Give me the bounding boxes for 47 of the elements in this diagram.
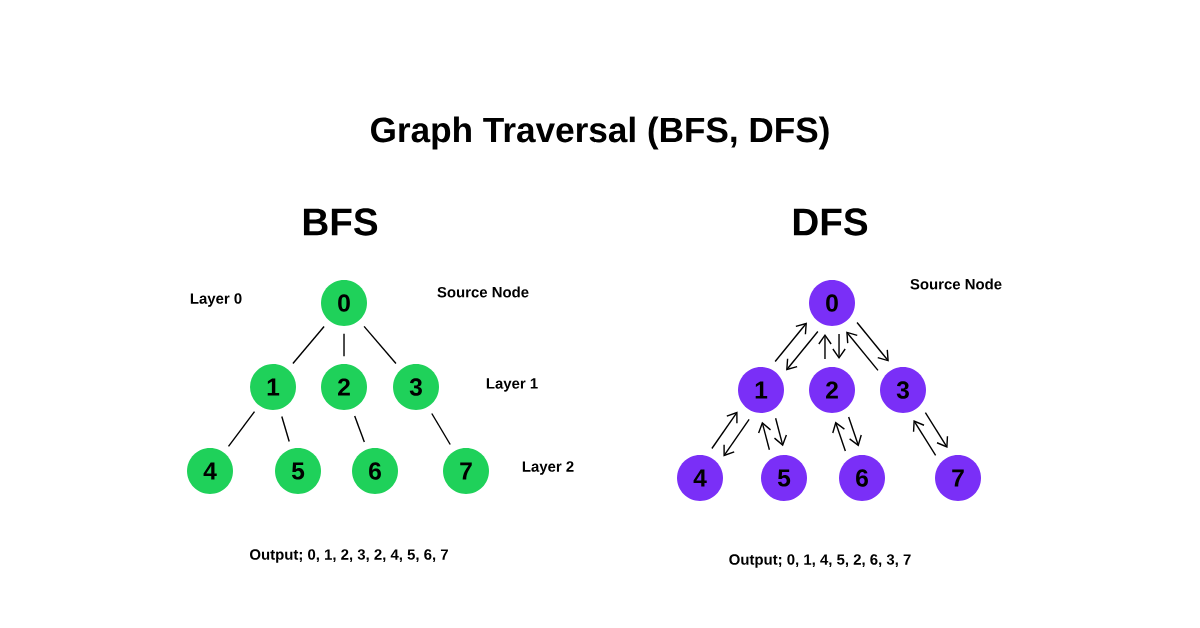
graph-node: 1: [738, 367, 784, 413]
graph-node: 5: [275, 448, 321, 494]
graph-node: 7: [443, 448, 489, 494]
arrow: [774, 322, 807, 363]
graph-node: 3: [393, 364, 439, 410]
arrow: [847, 416, 862, 447]
graph-node: 0: [809, 280, 855, 326]
annotation-label: Source Node: [437, 286, 529, 298]
graph-node: 6: [839, 455, 885, 501]
graph-node: 7: [935, 455, 981, 501]
annotation-label: Source Node: [910, 278, 1002, 290]
arrow: [786, 330, 819, 371]
arrow: [818, 334, 832, 360]
connector-line: [281, 415, 290, 443]
title: Graph Traversal (BFS, DFS): [371, 116, 829, 150]
annotation-label: Output; 0, 1, 2, 3, 2, 4, 5, 6, 7: [250, 549, 448, 563]
annotation-label: Layer 2: [522, 461, 574, 475]
graph-node: 4: [187, 448, 233, 494]
graph-node: 6: [352, 448, 398, 494]
graph-node: 2: [809, 367, 855, 413]
arrow: [846, 331, 879, 372]
connector-line: [343, 333, 345, 357]
arrow: [856, 321, 889, 362]
connector-line: [227, 410, 256, 448]
connector-line: [292, 325, 325, 365]
section-heading: BFS: [303, 208, 378, 236]
connector-line: [363, 325, 397, 365]
arrow: [832, 421, 847, 452]
annotation-label: Layer 1: [486, 378, 538, 392]
annotation-label: Layer 0: [190, 293, 242, 307]
graph-node: 0: [321, 280, 367, 326]
graph-node: 3: [880, 367, 926, 413]
graph-node: 1: [250, 364, 296, 410]
arrow: [723, 418, 750, 457]
graph-node: 2: [321, 364, 367, 410]
arrow: [832, 333, 846, 359]
annotation-label: Output; 0, 1, 4, 5, 2, 6, 3, 7: [729, 554, 911, 568]
connector-line: [354, 415, 366, 443]
graph-node: 5: [761, 455, 807, 501]
arrow: [773, 417, 788, 447]
graph-node: 4: [677, 455, 723, 501]
arrow: [924, 411, 949, 448]
arrow: [757, 421, 772, 451]
arrow: [912, 420, 937, 457]
arrow: [711, 411, 738, 450]
connector-line: [431, 412, 451, 446]
section-heading: DFS: [793, 208, 868, 236]
